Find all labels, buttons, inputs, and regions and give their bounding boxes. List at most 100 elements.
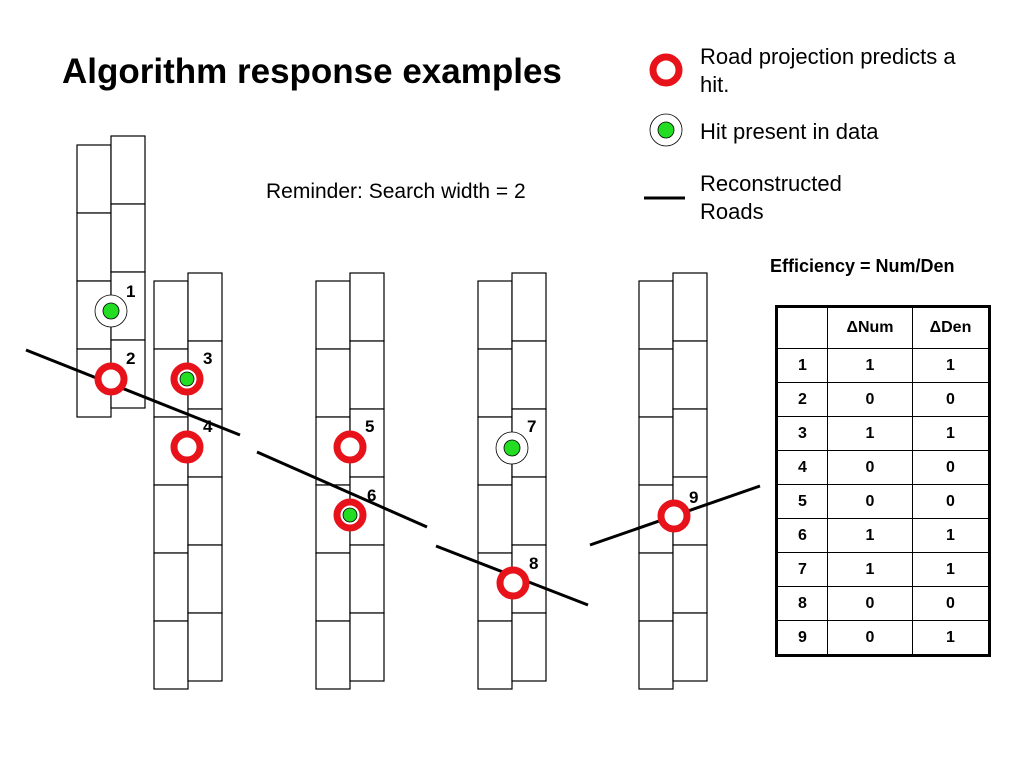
detector-cell: [672, 612, 708, 682]
num-cell: 0: [827, 620, 913, 656]
den-cell: 1: [912, 416, 990, 451]
example-labels: 1 2 3 4 5 6 7 8 9: [126, 282, 698, 573]
detector-cell: [153, 620, 189, 690]
example-marker: [170, 430, 204, 464]
legend-symbols: [644, 53, 685, 200]
detector-cell: [187, 544, 223, 614]
num-cell: 0: [827, 484, 913, 519]
hit-dot: [657, 121, 675, 139]
detector-cell: [315, 280, 351, 350]
detector-cell: [638, 552, 674, 622]
den-cell: 1: [912, 348, 990, 383]
example-marker: [170, 362, 204, 396]
reconstructed-road-line: [25, 348, 241, 437]
predicted-hit-ring: [496, 566, 530, 600]
detector-cell: [477, 620, 513, 690]
example-marker: [495, 431, 529, 465]
reconstructed-road-line: [256, 450, 428, 529]
header-cell-index: [776, 306, 828, 349]
detector-cell: [638, 348, 674, 418]
detector-cell: [349, 272, 385, 342]
detector-cell: [187, 272, 223, 342]
efficiency-title: Efficiency = Num/Den: [770, 256, 955, 276]
example-number-label: 3: [203, 349, 212, 368]
predicted-hit-ring: [649, 53, 683, 87]
example-number-label: 7: [527, 417, 536, 436]
num-cell: 1: [827, 416, 913, 451]
example-number-label: 1: [126, 282, 135, 301]
hit-dot: [503, 439, 521, 457]
example-marker: [94, 294, 128, 328]
num-cell: 0: [827, 586, 913, 621]
detector-cell: [511, 272, 547, 342]
detector-cell: [153, 280, 189, 350]
detector-cell: [672, 408, 708, 478]
den-cell: 1: [912, 552, 990, 587]
den-cell: 0: [912, 450, 990, 485]
predicted-hit-ring: [94, 362, 128, 396]
detector-cell: [153, 552, 189, 622]
num-cell: 0: [827, 450, 913, 485]
predicted-hit-ring: [333, 430, 367, 464]
example-number-label: 5: [365, 417, 374, 436]
example-marker: [333, 430, 367, 464]
detector-cell: [638, 280, 674, 350]
detector-cell: [349, 612, 385, 682]
example-number-label: 2: [126, 349, 135, 368]
detector-cell: [672, 272, 708, 342]
detector-cells: [76, 135, 708, 690]
row-index-cell: 7: [776, 552, 828, 587]
table-header-row: ΔNum ΔDen: [776, 306, 990, 349]
detector-cell: [315, 348, 351, 418]
detector-cell: [315, 620, 351, 690]
example-number-label: 6: [367, 486, 376, 505]
row-index-cell: 4: [776, 450, 828, 485]
example-number-label: 4: [203, 417, 213, 436]
legend-predicted-label: Road projection predicts a hit.: [700, 44, 956, 97]
den-cell: 1: [912, 620, 990, 656]
detector-cell: [153, 484, 189, 554]
detector-cell: [477, 484, 513, 554]
detector-cell: [110, 135, 146, 205]
header-cell-den: ΔDen: [912, 306, 990, 349]
example-marker: [94, 362, 128, 396]
detector-cell: [187, 612, 223, 682]
header-cell-num: ΔNum: [827, 306, 913, 349]
legend-road-label: Reconstructed Roads: [700, 171, 842, 224]
slide-title: Algorithm response examples: [62, 52, 562, 91]
den-cell: 1: [912, 518, 990, 553]
example-number-label: 8: [529, 554, 538, 573]
den-cell: 0: [912, 382, 990, 417]
detector-cell: [76, 144, 112, 214]
den-cell: 0: [912, 484, 990, 519]
hit-dot: [342, 507, 358, 523]
example-marker: [333, 498, 367, 532]
detector-cell: [672, 340, 708, 410]
row-index-cell: 3: [776, 416, 828, 451]
hit-markers: [94, 294, 691, 600]
num-cell: 0: [827, 382, 913, 417]
detector-cell: [76, 212, 112, 282]
legend-hit-symbol: [649, 113, 683, 147]
example-number-label: 9: [689, 488, 698, 507]
predicted-hit-ring: [657, 499, 691, 533]
detector-cell: [349, 340, 385, 410]
detector-cell: [349, 544, 385, 614]
legend-predicted-symbol: [649, 53, 683, 87]
detector-cell: [511, 476, 547, 546]
detector-cell: [672, 544, 708, 614]
den-cell: 0: [912, 586, 990, 621]
detector-cell: [315, 552, 351, 622]
legend-hit-label: Hit present in data: [700, 119, 879, 144]
row-index-cell: 8: [776, 586, 828, 621]
row-index-cell: 2: [776, 382, 828, 417]
